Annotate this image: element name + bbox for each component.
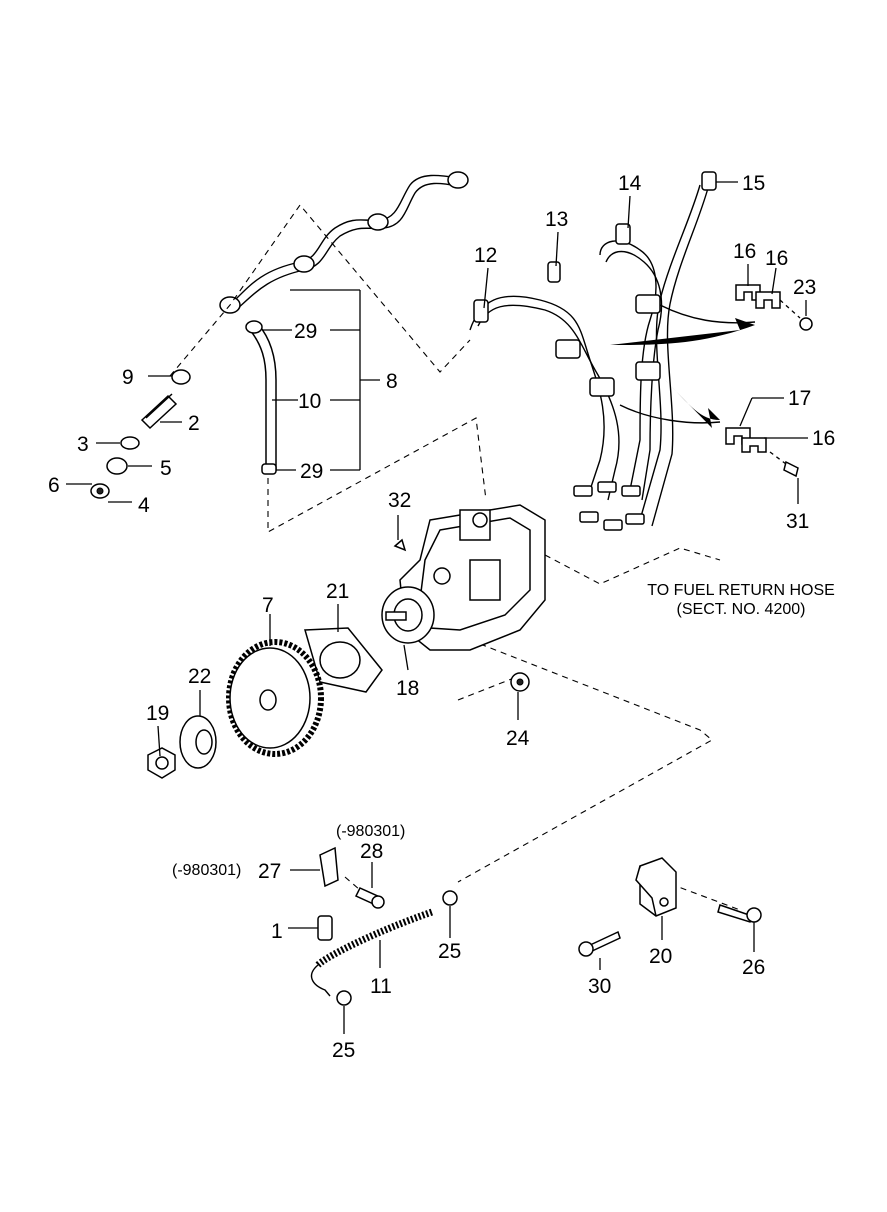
- callout-16-upper-right: 16: [765, 247, 788, 270]
- callout-15: 15: [742, 172, 765, 195]
- callout-2: 2: [188, 412, 200, 435]
- callout-labels: 1 2 3 4 5 6 7 8 9 10 11 12 13 14 15 16 1…: [48, 172, 835, 1062]
- callout-29-lower: 29: [300, 460, 323, 483]
- callout-11: 11: [370, 975, 392, 998]
- date-code-28: (-980301): [336, 823, 405, 840]
- arrows-to-clips: [610, 304, 756, 428]
- pump-drive-gear: [147, 639, 324, 779]
- callout-13: 13: [545, 208, 568, 231]
- callout-7: 7: [262, 594, 274, 617]
- callout-22: 22: [188, 665, 211, 688]
- callout-9: 9: [122, 366, 134, 389]
- pump-gasket: [304, 627, 383, 693]
- callout-32: 32: [388, 489, 411, 512]
- diagram-notes: TO FUEL RETURN HOSE (SECT. NO. 4200) (-9…: [172, 582, 835, 879]
- callout-23: 23: [793, 276, 816, 299]
- callout-29-upper: 29: [294, 320, 317, 343]
- leader-lines: [66, 181, 808, 1034]
- callout-19: 19: [146, 702, 169, 725]
- callout-bracket-8: [262, 289, 380, 471]
- injection-nozzle-parts: [90, 369, 191, 499]
- pipe-clips: [725, 284, 813, 478]
- callout-26: 26: [742, 956, 765, 979]
- callout-24: 24: [506, 727, 530, 750]
- accelerator-cable: [310, 846, 458, 1006]
- pump-bracket: [578, 857, 762, 957]
- callout-1: 1: [271, 920, 283, 943]
- callout-8: 8: [386, 370, 398, 393]
- callout-5: 5: [160, 457, 172, 480]
- callout-18: 18: [396, 677, 419, 700]
- injection-pump-body: [381, 504, 546, 692]
- callout-20: 20: [649, 945, 672, 968]
- callout-30: 30: [588, 975, 611, 998]
- callout-21: 21: [326, 580, 349, 603]
- callout-12: 12: [474, 244, 497, 267]
- leak-off-pipe-assembly: [219, 171, 469, 314]
- callout-16-upper-left: 16: [733, 240, 756, 263]
- date-code-27: (-980301): [172, 862, 241, 879]
- callout-31: 31: [786, 510, 809, 533]
- callout-25-lower: 25: [332, 1039, 355, 1062]
- overflow-hose: [245, 320, 277, 475]
- callout-16-lower: 16: [812, 427, 835, 450]
- callout-3: 3: [77, 433, 89, 456]
- callout-6: 6: [48, 474, 60, 497]
- callout-28: 28: [360, 840, 383, 863]
- callout-27: 27: [258, 860, 281, 883]
- callout-25-upper: 25: [438, 940, 461, 963]
- callout-4: 4: [138, 494, 150, 517]
- callout-10: 10: [298, 390, 321, 413]
- injection-pipes-right: [469, 171, 717, 531]
- callout-14: 14: [618, 172, 642, 195]
- fuel-return-note-line2: (SECT. NO. 4200): [677, 601, 806, 618]
- fuel-return-note-line1: TO FUEL RETURN HOSE: [647, 582, 835, 599]
- callout-17: 17: [788, 387, 811, 410]
